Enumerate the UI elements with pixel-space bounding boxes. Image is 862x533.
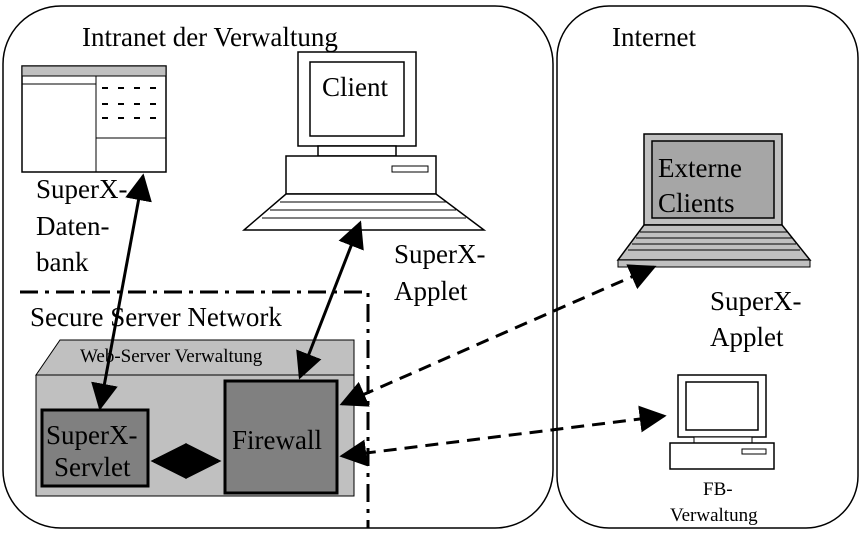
client-applet-label-1: SuperX- <box>394 239 485 269</box>
firewall-laptop-connector <box>339 264 657 407</box>
secure-network-title: Secure Server Network <box>30 302 282 332</box>
internet-title: Internet <box>612 22 696 52</box>
client-applet-label-2: Applet <box>394 276 468 306</box>
fb-label-2: Verwaltung <box>670 505 758 526</box>
laptop-icon <box>616 133 812 268</box>
database-icon <box>21 65 167 173</box>
database-label-2: Daten- <box>36 211 109 241</box>
external-screen-label-1: Externe <box>658 153 742 183</box>
database-label-1: SuperX- <box>36 174 127 204</box>
firewall-fb-connector <box>339 405 667 467</box>
servlet-box <box>40 408 150 488</box>
client-screen-label: Client <box>322 72 388 102</box>
client-computer-icon <box>241 51 487 231</box>
firewall-label: Firewall <box>232 425 322 455</box>
servlet-label-2: Servlet <box>54 452 131 482</box>
database-label-3: bank <box>36 247 89 277</box>
intranet-title: Intranet der Verwaltung <box>82 22 338 52</box>
external-screen-label-2: Clients <box>658 188 735 218</box>
external-applet-label-2: Applet <box>710 322 784 352</box>
servlet-label-1: SuperX- <box>46 420 137 450</box>
external-applet-label-1: SuperX- <box>710 286 801 316</box>
fb-computer-icon <box>669 374 775 470</box>
client-firewall-connector <box>296 220 364 380</box>
firewall-box <box>223 379 339 495</box>
database-servlet-connector <box>91 173 152 411</box>
fb-label-1: FB- <box>703 479 733 500</box>
